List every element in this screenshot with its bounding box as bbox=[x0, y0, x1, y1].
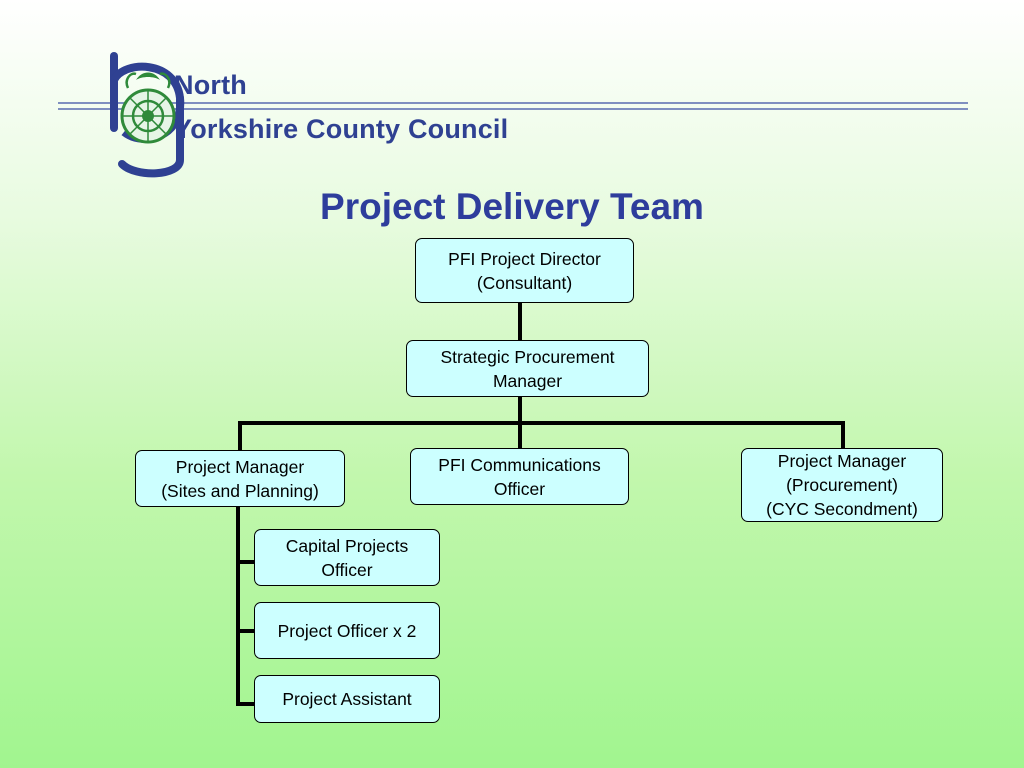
box-capital-projects-officer: Capital Projects Officer bbox=[254, 529, 440, 586]
connector-branch-sites bbox=[238, 421, 242, 451]
box-project-assistant: Project Assistant bbox=[254, 675, 440, 723]
box-pfi-communications-officer: PFI Communications Officer bbox=[410, 448, 629, 505]
box-strategic-procurement-manager: Strategic Procurement Manager bbox=[406, 340, 649, 397]
council-logo: North Yorkshire County Council bbox=[58, 52, 970, 182]
connector-to-project-assistant bbox=[236, 702, 256, 706]
page-title: Project Delivery Team bbox=[320, 186, 704, 227]
connector-to-project-officer bbox=[236, 629, 256, 633]
box-pm-procurement: Project Manager (Procurement) (CYC Secon… bbox=[741, 448, 943, 522]
connector-horizontal-branch bbox=[238, 421, 845, 425]
header-rule-top bbox=[58, 102, 968, 104]
connector-branch-procurement bbox=[841, 421, 845, 449]
box-project-officer: Project Officer x 2 bbox=[254, 602, 440, 659]
box-pfi-project-director: PFI Project Director (Consultant) bbox=[415, 238, 634, 303]
connector-sites-vertical bbox=[236, 506, 240, 706]
connector-director-strategic bbox=[518, 302, 522, 342]
org-name-line1: North bbox=[174, 70, 247, 100]
rose-crest-emblem-icon bbox=[110, 52, 185, 178]
box-pm-sites-planning: Project Manager (Sites and Planning) bbox=[135, 450, 345, 507]
org-name-line2: Yorkshire County Council bbox=[174, 114, 509, 144]
connector-to-capital-officer bbox=[236, 560, 256, 564]
header-rule-bottom bbox=[58, 108, 968, 110]
